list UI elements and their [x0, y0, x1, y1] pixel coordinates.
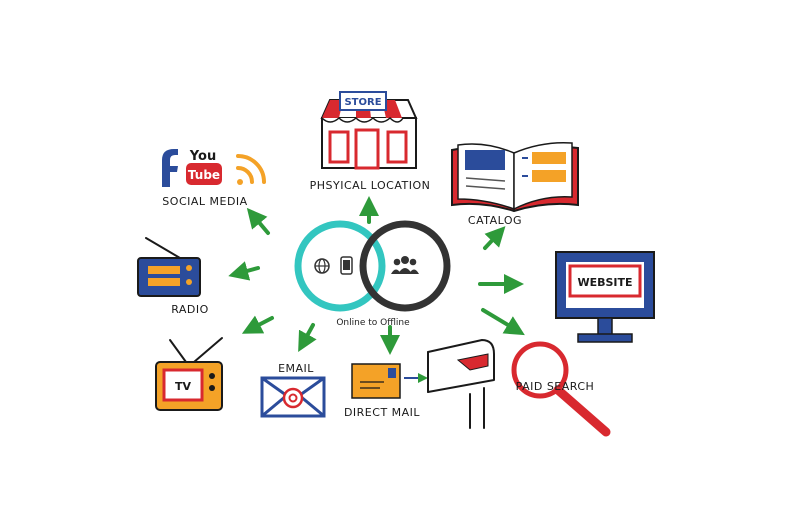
catalog: CATALOG: [451, 141, 579, 227]
at-icon: [282, 387, 304, 409]
paid-search: PAID SEARCH: [511, 341, 611, 437]
youtube-tube: Tube: [188, 168, 220, 182]
arrow-email: [298, 323, 317, 353]
facebook-icon: [162, 149, 178, 187]
tv-screen-text: TV: [175, 380, 192, 393]
label-social-media: SOCIAL MEDIA: [162, 195, 247, 208]
people-icon: [391, 256, 419, 274]
website-sign: WEBSITE: [577, 276, 632, 289]
label-paid-search: PAID SEARCH: [516, 380, 595, 393]
youtube-icon: You Tube: [186, 149, 222, 185]
globe-icon: [314, 258, 330, 274]
arrow-radio: [228, 261, 260, 281]
arrow-tv: [241, 315, 274, 334]
magnifier-icon: [511, 341, 569, 399]
arrow-catalog: [483, 226, 506, 250]
label-radio: RADIO: [171, 303, 209, 316]
radio: RADIO: [137, 237, 209, 316]
label-catalog: CATALOG: [468, 214, 522, 227]
hub-online-ring: [294, 220, 386, 312]
tv: TV: [155, 337, 223, 411]
rss-icon: [236, 154, 266, 185]
arrow-paid-search: [481, 308, 525, 336]
hub: Online to Offline: [294, 220, 451, 328]
website: WEBSITE: [555, 251, 655, 343]
label-direct-mail: DIRECT MAIL: [344, 406, 420, 419]
email: EMAIL: [260, 362, 326, 418]
physical-location: STORE PHSYICAL LOCATION: [310, 91, 431, 192]
direct-mail: DIRECT MAIL: [344, 339, 495, 429]
tablet-icon: [340, 256, 353, 275]
mailbox-icon: [427, 339, 495, 429]
label-email: EMAIL: [278, 362, 314, 375]
hub-offline-ring: [359, 220, 451, 312]
arrows: [228, 196, 525, 355]
label-physical-location: PHSYICAL LOCATION: [310, 179, 431, 192]
hub-label: Online to Offline: [336, 318, 410, 328]
social-media: You Tube SOCIAL MEDIA: [162, 149, 266, 208]
youtube-you: You: [189, 149, 216, 164]
arrow-social-media: [246, 207, 270, 235]
store-sign: STORE: [344, 97, 381, 108]
